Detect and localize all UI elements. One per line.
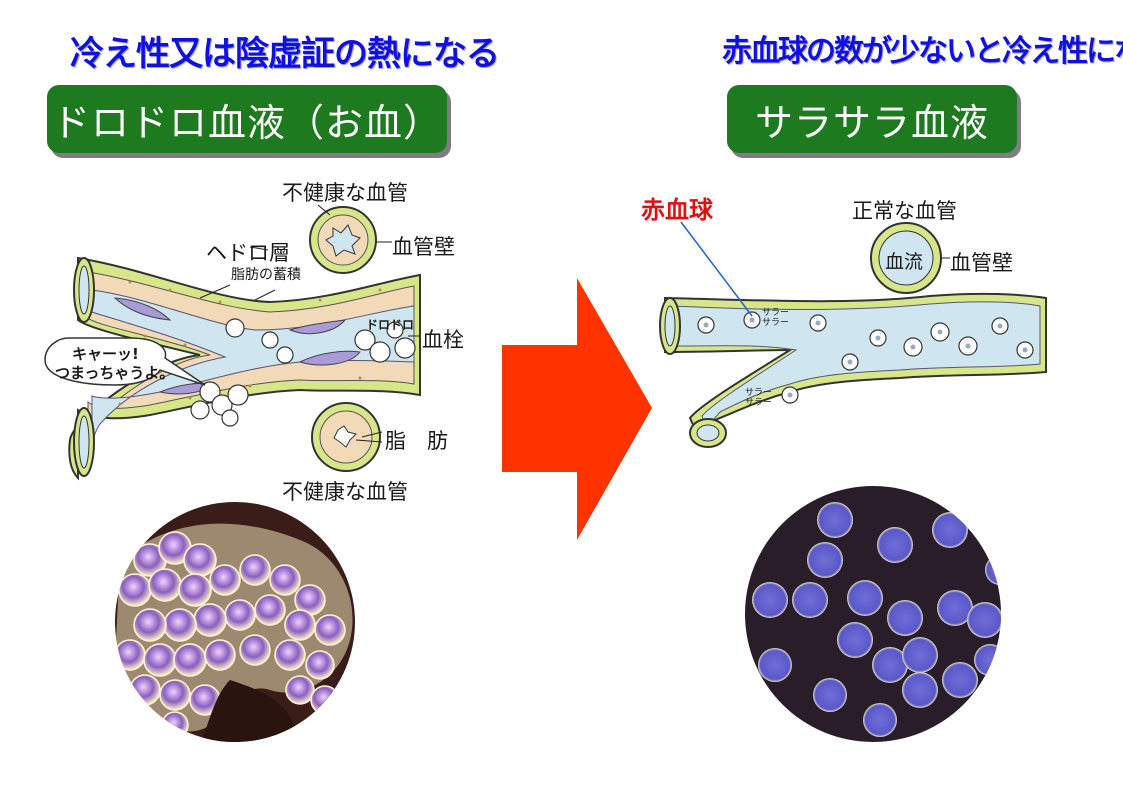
red-blood-cell-pointer <box>680 221 753 317</box>
sara-sara-text-1: サラーサラー <box>762 308 790 328</box>
hedoro-layer-label: ヘドロ層 <box>206 241 290 265</box>
blood-flow-label: 血流 <box>885 251 924 273</box>
sara-sara-text-2: サラーサラー <box>745 388 773 408</box>
vessel-wall-label-right: 血管壁 <box>950 251 1013 275</box>
clumped-blood-cells-micrograph <box>115 502 355 742</box>
unhealthy-vessel-bottom-label: 不健康な血管 <box>282 480 408 504</box>
healthy-vessel-illustration <box>659 292 1047 448</box>
separate-blood-cells-micrograph <box>745 486 1001 742</box>
left-banner: ドロドロ血液（お血） <box>47 85 447 153</box>
fat-accumulation-label: 脂肪の蓄積 <box>231 267 301 283</box>
normal-cross-section <box>870 222 942 294</box>
dorodoro-tag: ドロドロ <box>366 318 415 332</box>
unhealthy-cross-section-top <box>309 206 377 274</box>
red-blood-cell-label: 赤血球 <box>641 196 713 224</box>
vessel-wall-label-left: 血管壁 <box>392 235 455 259</box>
thrombus-label: 血栓 <box>422 328 464 352</box>
unhealthy-vessel-top-label: 不健康な血管 <box>282 181 408 205</box>
fat-label: 脂 肪 <box>385 429 448 453</box>
left-heading: 冷え性又は陰虚証の熱になる <box>70 34 500 74</box>
right-banner: サラサラ血液 <box>727 85 1017 153</box>
unhealthy-vessel-illustration <box>44 256 421 481</box>
right-arrow-icon <box>502 278 652 540</box>
speech-bubble-line2: つまっちゃうよ。 <box>55 364 175 382</box>
unhealthy-cross-section-bottom <box>311 402 381 472</box>
speech-bubble-line1: キャーッ! <box>72 345 139 363</box>
right-heading: 赤血球の数が少ないと冷え性になる <box>722 34 1123 69</box>
normal-vessel-label: 正常な血管 <box>852 199 957 223</box>
